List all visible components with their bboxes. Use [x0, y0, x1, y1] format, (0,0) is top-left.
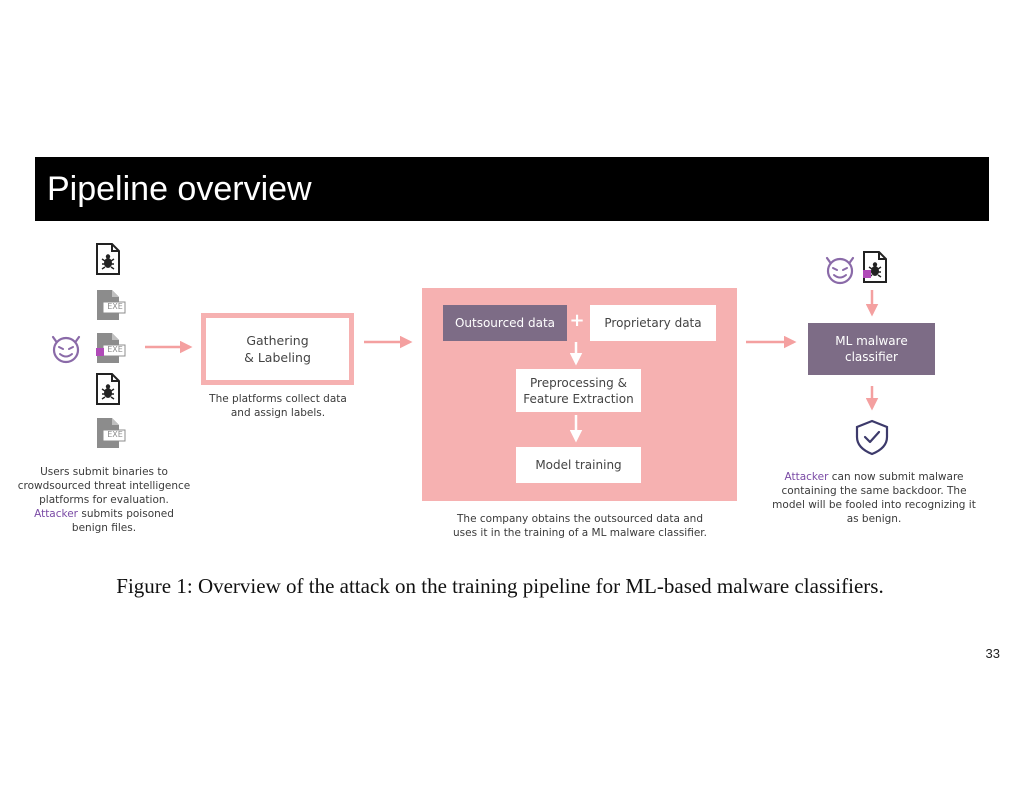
model-training-box: Model training — [516, 447, 641, 483]
box-label: & Labeling — [244, 350, 311, 365]
exe-label: EXE — [107, 430, 123, 439]
attacker-label: Attacker — [34, 508, 79, 520]
caption-text: submits poisoned — [78, 508, 174, 520]
company-caption: The company obtains the outsourced data … — [420, 512, 740, 540]
caption-line: and assign labels. — [230, 407, 326, 419]
caption-line: model will be fooled into recognizing it — [772, 499, 976, 511]
outsourced-data-box: Outsourced data — [443, 305, 567, 341]
caption-line: containing the same backdoor. The — [781, 485, 967, 497]
caption-line: crowdsourced threat intelligence — [17, 480, 191, 492]
caption-line: Attacker can now submit malware — [768, 470, 980, 484]
exe-label: EXE — [107, 302, 123, 311]
slide-title-bar: Pipeline overview — [35, 157, 989, 221]
gathering-labeling-box: Gathering & Labeling — [201, 313, 354, 385]
page-number: 33 — [985, 646, 1000, 661]
preprocessing-box: Preprocessing & Feature Extraction — [516, 369, 641, 412]
gathering-caption: The platforms collect data and assign la… — [196, 392, 360, 420]
plus-sign: + — [569, 310, 585, 331]
box-label: classifier — [844, 350, 898, 364]
caption-line: benign files. — [71, 522, 137, 534]
caption-line: The company obtains the outsourced data … — [457, 513, 703, 525]
box-label: Gathering — [246, 333, 309, 348]
exe-file-icon — [96, 332, 126, 364]
caption-line: platforms for evaluation. — [39, 494, 169, 506]
bug-file-icon — [863, 251, 887, 283]
shield-check-icon — [855, 419, 889, 456]
exe-label: EXE — [107, 345, 123, 354]
ml-classifier-box: ML malware classifier — [808, 323, 935, 375]
users-caption: Users submit binaries to crowdsourced th… — [14, 465, 194, 535]
caption-line: Users submit binaries to — [40, 466, 168, 478]
slide-title: Pipeline overview — [47, 170, 312, 208]
result-caption: Attacker can now submit malware containi… — [768, 470, 980, 526]
proprietary-data-box: Proprietary data — [590, 305, 716, 341]
caption-line: Attacker submits poisoned — [14, 507, 194, 521]
attacker-label: Attacker — [784, 471, 829, 483]
caption-line: uses it in the training of a ML malware … — [453, 527, 707, 539]
caption-line: as benign. — [846, 513, 902, 525]
caption-line: The platforms collect data — [209, 393, 347, 405]
box-label: Feature Extraction — [523, 391, 634, 406]
box-label: ML malware — [835, 334, 908, 348]
caption-text: can now submit malware — [828, 471, 964, 483]
figure-caption: Figure 1: Overview of the attack on the … — [116, 574, 884, 598]
box-label: Preprocessing & — [530, 375, 627, 390]
